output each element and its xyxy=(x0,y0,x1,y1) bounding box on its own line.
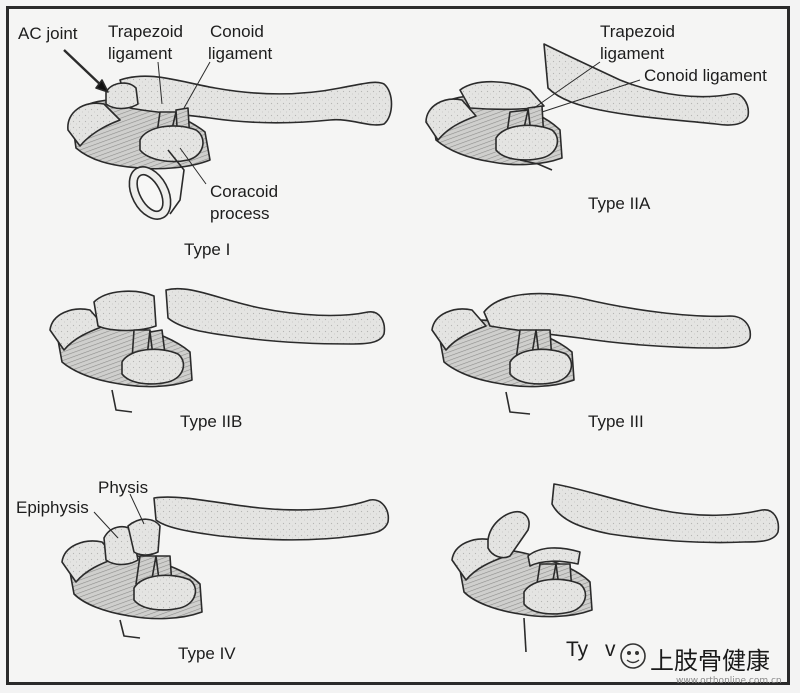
caption-type-5-tail: v xyxy=(605,638,616,661)
watermark-logo-icon xyxy=(620,643,646,669)
diagram-type-2b xyxy=(49,288,386,413)
caption-type-5: Ty xyxy=(566,638,589,661)
label-ligament: ligament xyxy=(600,44,665,63)
label-process: process xyxy=(210,204,270,223)
caption-type-4: Type IV xyxy=(178,644,236,663)
label-trapezoid: Trapezoid xyxy=(600,22,675,41)
label-conoid: Conoid xyxy=(210,22,264,41)
diagram-type-4 xyxy=(61,493,390,639)
label-physis: Physis xyxy=(98,478,149,497)
watermark-text: 上肢骨健康 xyxy=(650,647,770,675)
diagram-type-1 xyxy=(63,49,393,220)
caption-type-2a: Type IIA xyxy=(588,194,651,213)
diagram-type-3 xyxy=(431,292,752,415)
diagram-type-5 xyxy=(451,483,780,653)
label-conoid-ligament: Conoid ligament xyxy=(644,66,767,85)
caption-type-3: Type III xyxy=(588,412,644,431)
label-ligament: ligament xyxy=(208,44,273,63)
label-ac-joint: AC joint xyxy=(18,24,78,43)
caption-type-1: Type I xyxy=(184,240,231,259)
watermark-url: www.orthonline.com.cn xyxy=(676,676,782,686)
label-coracoid: Coracoid xyxy=(210,182,279,201)
caption-type-2b: Type IIB xyxy=(180,412,243,431)
label-ligament: ligament xyxy=(108,44,173,63)
label-epiphysis: Epiphysis xyxy=(16,498,89,517)
diagram-type-2a xyxy=(425,43,750,171)
label-trapezoid: Trapezoid xyxy=(108,22,183,41)
